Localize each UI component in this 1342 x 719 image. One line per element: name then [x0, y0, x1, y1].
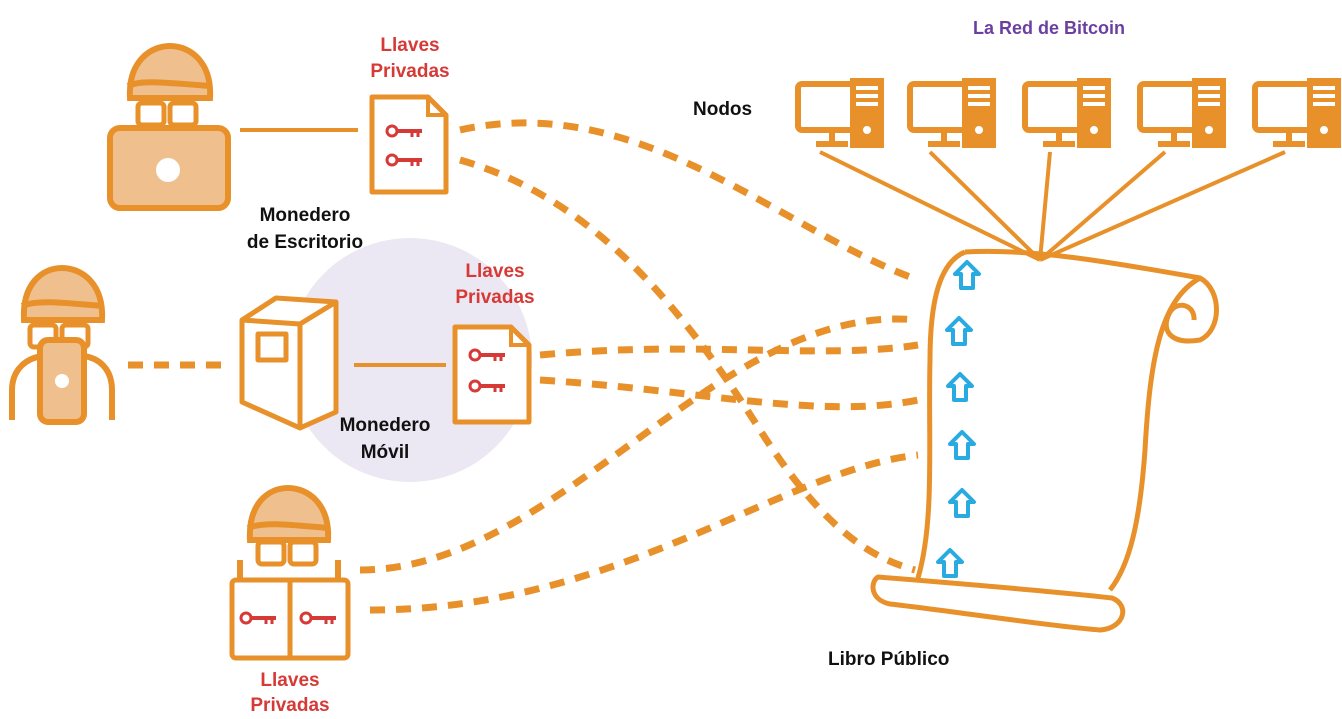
laptop-icon: [107, 125, 231, 211]
computer-node-icon: [1025, 78, 1111, 148]
network-nodes: [798, 78, 1341, 148]
node-connection-lines: [819, 150, 1286, 262]
key-to-ledger-dashes: [128, 119, 920, 614]
paper-keys-label-line1: Llaves: [260, 670, 320, 691]
ledger-label: Libro Público: [828, 649, 950, 670]
ledger-blocks: [936, 260, 981, 578]
computer-node-icon: [1255, 78, 1341, 148]
computer-node-icon: [910, 78, 996, 148]
block-arrow-icon: [945, 316, 973, 346]
desktop-keys-label-line1: Llaves: [380, 35, 440, 56]
mobile-user: [9, 264, 115, 425]
paper-user: [229, 484, 351, 661]
desktop-wallet-label-line2: de Escritorio: [246, 232, 364, 253]
block-arrow-icon: [948, 430, 976, 460]
key-document-icon: [452, 324, 532, 425]
network-title: La Red de Bitcoin: [973, 18, 1126, 38]
wallet-server-icon: [239, 295, 339, 431]
computer-node-icon: [798, 78, 884, 148]
key-document-icon: [369, 94, 449, 195]
computer-node-icon: [1140, 78, 1226, 148]
mobile-keys-label-line2: Privadas: [455, 287, 535, 308]
desktop-user: [107, 42, 231, 211]
block-arrow-icon: [936, 548, 964, 578]
paper-keys-label-line2: Privadas: [250, 695, 330, 716]
user-icon: [237, 484, 341, 580]
desktop-keys-label-line2: Privadas: [370, 61, 450, 82]
scroll-ledger-icon: [870, 248, 1219, 633]
block-arrow-icon: [946, 372, 974, 402]
desktop-wallet-label-line1: Monedero: [259, 205, 351, 226]
mobile-keys-label-line1: Llaves: [465, 261, 525, 282]
mobile-wallet-label-line2: Móvil: [360, 442, 410, 463]
block-arrow-icon: [948, 488, 976, 518]
block-arrow-icon: [953, 260, 981, 290]
paper-wallet-icon: [229, 577, 351, 661]
phone-icon: [37, 337, 87, 425]
nodes-label: Nodos: [693, 99, 753, 120]
mobile-wallet-label-line1: Monedero: [339, 415, 431, 436]
